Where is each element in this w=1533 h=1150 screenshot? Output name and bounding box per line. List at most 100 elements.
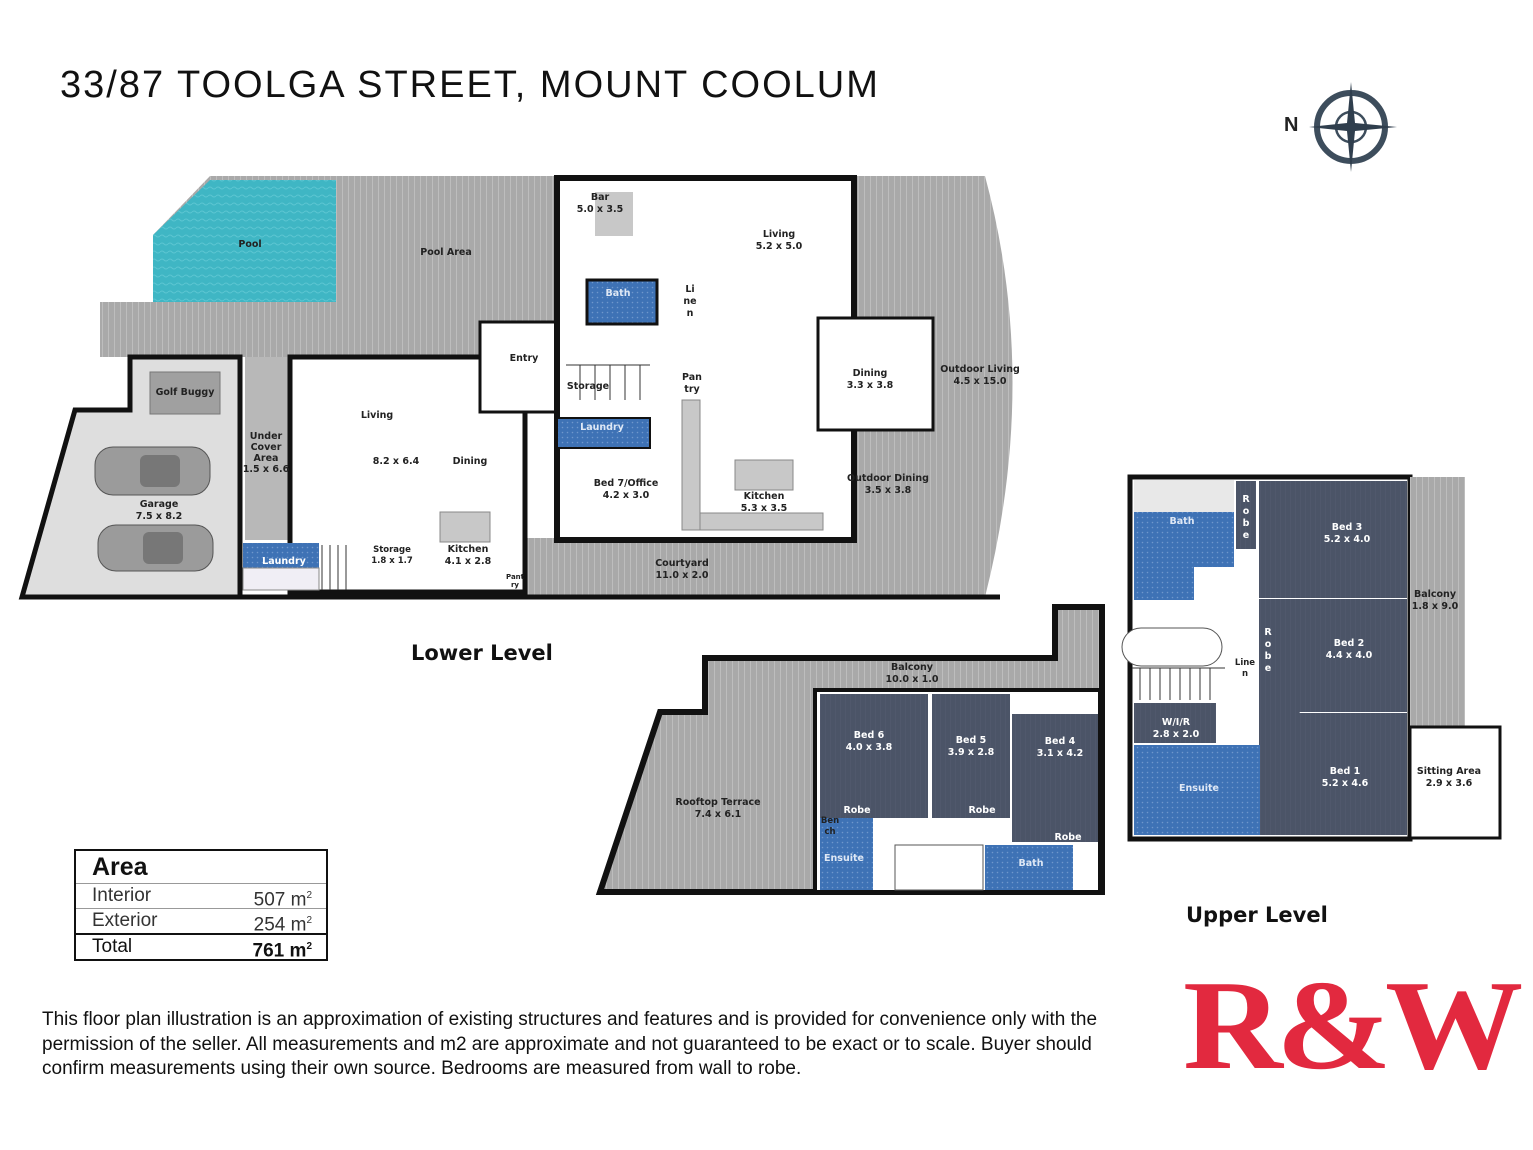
area-row-interior: Interior 507 m2 [76,883,326,911]
room-label-pool: Pool [238,239,261,251]
upper-level-plan [595,474,1502,895]
room-name: Living [762,229,796,240]
room-name: Bar [590,192,610,203]
room-label-bath-2: Bath [1169,516,1195,527]
room-dims: 10.0 x 1.0 [885,674,939,685]
room-name: Rooftop Terrace [675,797,761,808]
room-dims: 3.3 x 3.8 [846,380,894,391]
disclaimer: This floor plan illustration is an appro… [42,1009,1098,1079]
room-label-robe: Robe [968,805,996,816]
room-dims: 2.9 x 3.6 [1425,778,1473,789]
area-amount: 761 m2 [252,935,312,962]
area-unit: m [290,914,307,936]
area-value: 761 [252,940,285,962]
room-name: Bed 1 [1329,766,1361,777]
agency-logo: R&W [1183,954,1523,1096]
unit-exponent: 2 [306,915,312,926]
room-dims: 1.5 x 6.6 [242,464,290,475]
room-name: Pool Area [420,247,472,258]
pool [153,180,336,302]
compass-rose-icon [1309,82,1397,172]
room-label-robe: Robe [1264,627,1272,674]
area-unit: m [290,889,307,911]
room-label-dining: Dining [452,456,488,467]
bed-4 [1012,714,1098,842]
bed-5 [932,694,1010,818]
room-name: Living [360,410,394,421]
room-dims: 1.8 x 9.0 [1411,601,1459,612]
room-label-golf-buggy: Golf Buggy [156,387,215,399]
area-unit: m [289,940,307,962]
room-dims: 5.2 x 4.0 [1323,534,1371,545]
lower-level-plan [18,175,1013,600]
room-name: Bed 6 [853,730,885,741]
outdoor-living-deck [838,176,1013,597]
room-label-bath: Bath [605,288,631,299]
room-name: Outdoor Dining [847,473,929,484]
room-dims: 5.2 x 4.6 [1321,778,1369,789]
room-name: Bed 5 [955,735,987,746]
room-name: Bed 2 [1333,638,1365,649]
room-label-robe: Robe [1242,494,1250,541]
room-label-robe: Robe [843,805,871,816]
room-label-linen: Linen [683,284,697,319]
bed-1 [1259,683,1407,835]
bed-3 [1259,481,1407,598]
room-label-laundry-2: Laundry [580,422,624,433]
area-table-heading: Area [92,853,148,881]
balcony-deck [1410,477,1465,727]
room-dims: 7.4 x 6.1 [694,809,742,820]
room-dims: 11.0 x 2.0 [655,570,709,581]
room-dims: 4.2 x 3.0 [602,490,650,501]
bed-6 [820,694,928,818]
room-dims: 4.5 x 15.0 [953,376,1007,387]
area-amount: 507 m2 [254,884,312,911]
lower-level-title: Lower Level [411,641,553,665]
unit-exponent: 2 [306,890,312,901]
room-label-laundry: Laundry [262,556,306,567]
room-name: Kitchen [743,491,785,502]
room-dims: 4.1 x 2.8 [444,556,492,567]
room-dims: 7.5 x 8.2 [135,511,183,522]
room-name: Under Cover Area [249,431,283,464]
room-label-linen-2: Linen [1234,658,1256,679]
room-name: Garage [139,499,179,510]
room-name: Balcony [1413,589,1457,600]
upper-level-title: Upper Level [1186,903,1328,927]
golf-buggy [149,371,221,415]
car-icon [94,446,211,496]
room-label-ensuite: Ensuite [824,853,864,864]
area-amount: 254 m2 [254,909,312,936]
room-label-entry: Entry [509,353,539,364]
room-dims: 3.9 x 2.8 [947,747,995,758]
room-label-bench: Bench [820,816,840,837]
room-dims: 3.1 x 4.2 [1036,748,1084,759]
unit-exponent: 2 [306,941,312,952]
room-label-storage-2: Storage [566,381,610,392]
room-label-robe: Robe [1054,832,1082,843]
room-dims: 3.5 x 3.8 [864,485,912,496]
area-label: Interior [92,885,152,906]
room-name: Golf Buggy [155,387,215,398]
courtyard-deck [525,538,855,597]
sitting-area [1408,725,1502,840]
room-name: Storage [373,545,411,555]
room-name: Sitting Area [1416,766,1482,777]
room-label-bath: Bath [1018,858,1044,869]
